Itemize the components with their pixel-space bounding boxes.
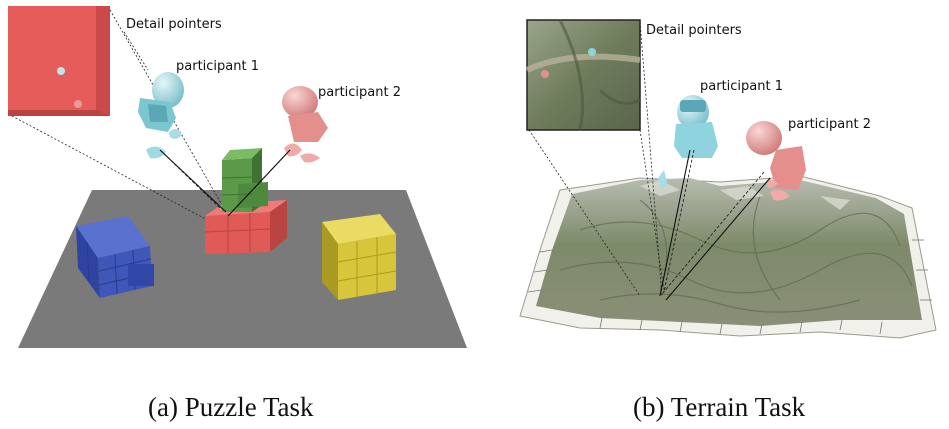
caption-terrain-task: (b) Terrain Task [633,392,806,422]
detail-pointer-marker [57,67,65,75]
terrain-detail-inset [525,19,641,131]
participant-1-avatar [658,95,718,188]
puzzle-detail-inset [8,6,110,116]
participant-2-label: participant 2 [788,117,871,132]
participant-1-label: participant 1 [700,79,783,94]
participant-1-label: participant 1 [176,59,259,74]
detail-pointer-marker [588,48,596,56]
participant-2-avatar [746,121,806,201]
detail-pointers-label: Detail pointers [126,17,222,32]
detail-pointers-label: Detail pointers [646,23,742,38]
caption-puzzle-task: (a) Puzzle Task [148,392,314,422]
panel-terrain: Detail pointers participant 1 participan… [519,19,937,339]
detail-pointer-marker [541,70,549,78]
participant-2-label: participant 2 [318,85,401,100]
blue-puzzle-block [76,216,154,298]
yellow-puzzle-block [322,214,397,300]
participant-1-avatar [138,72,184,159]
detail-pointer-marker [74,100,82,108]
participant-2-avatar [282,86,328,163]
panel-puzzle: Detail pointers participant 1 participan… [8,6,467,348]
terrain-surface [536,178,922,326]
